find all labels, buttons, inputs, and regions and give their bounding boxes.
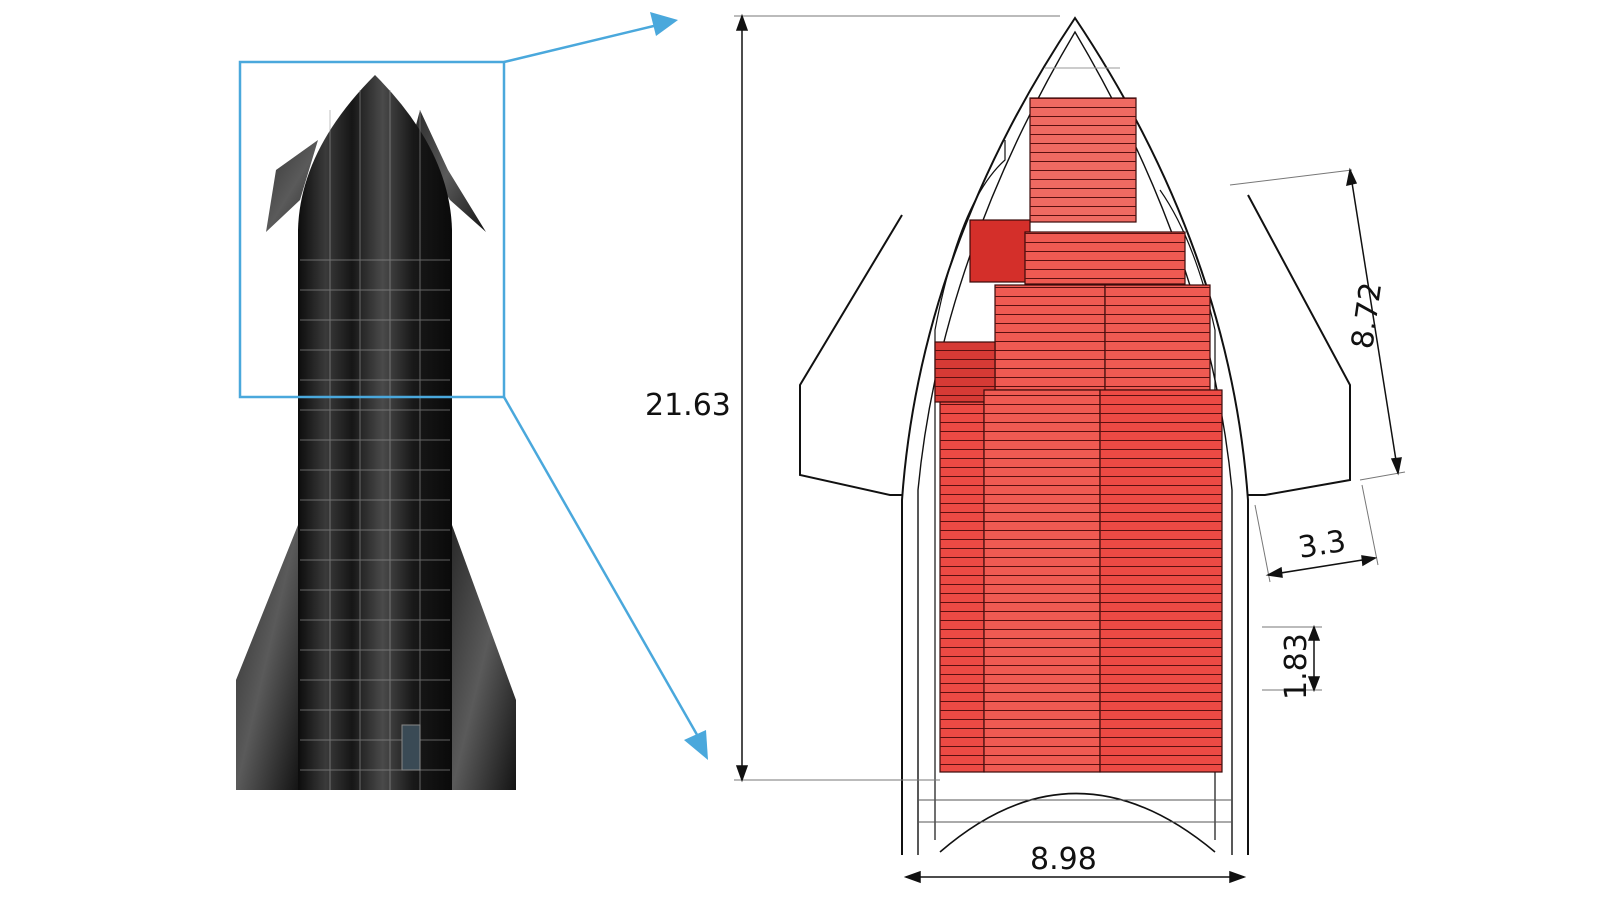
callout-arrow-top [503, 22, 663, 64]
cargo-block-upper-left [969, 219, 1031, 283]
dimension-fin-width [1254, 484, 1379, 583]
rocket-forward-left-fin [266, 110, 340, 232]
rocket-access-hatch [401, 724, 421, 771]
callout-arrow-top-head [650, 12, 678, 36]
stack-step-label: 1.83 [1279, 633, 1314, 700]
cargo-block-top-stripes [1030, 98, 1136, 222]
overall-height-label: 21.63 [645, 388, 731, 423]
fin-length-label: 8.72 [1345, 280, 1389, 351]
fin-width-label: 3.3 [1296, 524, 1349, 566]
cutaway-bottom-dome [939, 792, 1216, 853]
diameter-label: 8.98 [1030, 842, 1097, 877]
cutaway-inner-liner [934, 140, 1006, 840]
cutaway-right-fin [1247, 194, 1351, 496]
rocket-hull-seams [300, 90, 450, 790]
cargo-column-far-left-stripes [940, 402, 984, 772]
callout-arrow-bottom-head [684, 730, 708, 760]
cargo-block-mid-right-stripes [1105, 285, 1210, 390]
rocket-bottom-left-fin [236, 525, 298, 790]
dimension-stack-step [1262, 624, 1322, 693]
rocket-hull [298, 75, 452, 790]
cutaway-left-fin [799, 214, 903, 496]
cargo-block-mid-left-stripes [995, 285, 1105, 390]
cutaway-inner-liner-right [1159, 189, 1216, 840]
callout-arrow-bottom [502, 396, 702, 741]
dimension-fin-length [1229, 167, 1406, 481]
detail-callout [238, 12, 708, 760]
cargo-block-upper-mid-stripes [1025, 232, 1185, 284]
cargo-column-left-stripes [984, 390, 1100, 772]
dimension-diameter [903, 870, 1247, 884]
cargo-stack [934, 97, 1223, 773]
rocket-render [236, 75, 516, 790]
cargo-column-right-stripes [1100, 390, 1222, 772]
dimension-overall-height [734, 13, 1060, 783]
cutaway-nose-outer [901, 16, 1249, 855]
rocket-forward-right-fin [412, 110, 486, 232]
rocket-bottom-right-fin [452, 525, 516, 790]
callout-box [238, 60, 506, 399]
